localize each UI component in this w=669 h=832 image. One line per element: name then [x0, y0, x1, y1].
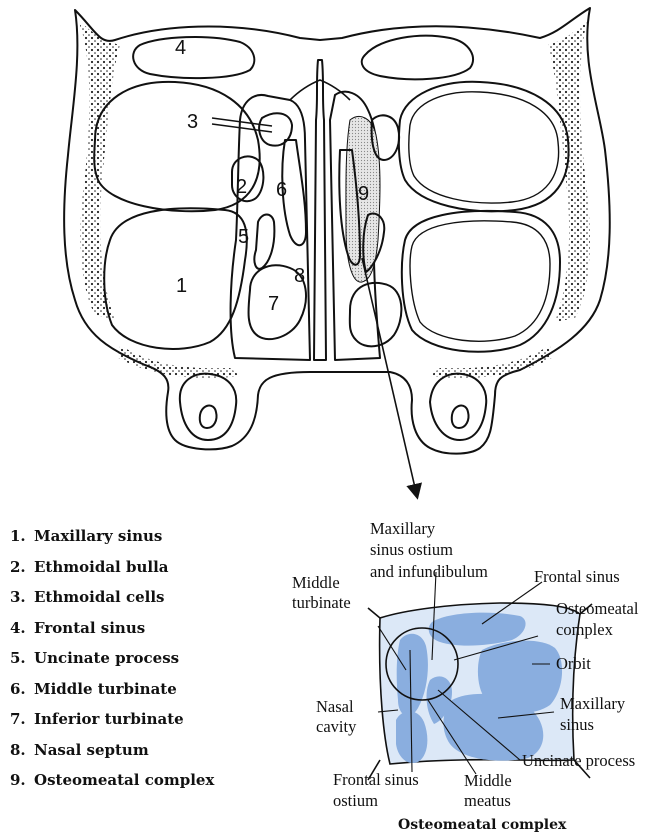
section-number-3: 3 [187, 111, 198, 133]
label-middle-turbinate-line1: Middle [292, 573, 340, 592]
legend-item-label: Middle turbinate [34, 680, 177, 698]
label-maxillary-sinus-line2: sinus [560, 715, 594, 734]
label-maxillary-sinus-line1: Maxillary [560, 694, 626, 713]
legend-item-number: 2. [10, 557, 34, 577]
legend-item-number: 6. [10, 679, 34, 699]
legend-item-number: 5. [10, 648, 34, 668]
legend-item: 5.Uncinate process [10, 648, 214, 679]
legend-item-number: 3. [10, 587, 34, 607]
label-orbit: Orbit [556, 654, 591, 673]
label-frontal-sinus: Frontal sinus [534, 567, 620, 586]
bone-bottom-left [118, 345, 240, 378]
nasal-septum [314, 60, 326, 360]
label-frontal-ostium-line1: Frontal sinus [333, 770, 419, 789]
bone-right [548, 18, 590, 322]
left-tooth-pulp [200, 406, 217, 428]
left-tooth [180, 374, 236, 440]
section-number-4: 4 [175, 37, 186, 59]
label-nasal-cavity-line1: Nasal [316, 697, 354, 716]
zoom-arrow [362, 258, 416, 492]
label-omc-line1: Osteomeatal [556, 599, 639, 618]
label-uncinate: Uncinate process [522, 751, 635, 770]
label-middle-meatus-line1: Middle [464, 771, 512, 790]
legend-item-label: Maxillary sinus [34, 527, 162, 545]
label-max-ostium-line2: sinus ostium [370, 540, 453, 559]
legend-item-label: Uncinate process [34, 649, 179, 667]
right-frontal-sinus [362, 36, 473, 80]
bone-bottom-right [430, 345, 552, 378]
left-orbit [94, 82, 259, 211]
label-middle-turbinate-line2: turbinate [292, 593, 351, 612]
legend-item: 1.Maxillary sinus [10, 526, 214, 557]
coronal-section [64, 8, 610, 454]
right-orbit-inner [409, 92, 559, 203]
legend-item-label: Inferior turbinate [34, 710, 184, 728]
inset-title: Osteomeatal complex [398, 817, 567, 832]
section-number-6: 6 [276, 179, 287, 201]
section-number-9: 9 [358, 183, 369, 205]
legend-item-label: Osteomeatal complex [34, 771, 214, 789]
legend-item-number: 4. [10, 618, 34, 638]
label-omc-line2: complex [556, 620, 614, 639]
left-uncinate [254, 215, 274, 269]
right-tooth-pulp [452, 406, 469, 428]
legend-item-number: 1. [10, 526, 34, 546]
label-frontal-ostium-line2: ostium [333, 791, 378, 810]
right-maxillary-inner [410, 221, 550, 341]
legend-item: 2.Ethmoidal bulla [10, 557, 214, 588]
legend-item-number: 9. [10, 770, 34, 790]
label-max-ostium-line1: Maxillary [370, 519, 436, 538]
label-middle-meatus-line2: meatus [464, 791, 511, 810]
label-nasal-cavity-line2: cavity [316, 717, 357, 736]
section-number-5: 5 [238, 226, 249, 248]
legend-item: 9.Osteomeatal complex [10, 770, 214, 801]
section-number-8: 8 [294, 265, 305, 287]
skull-outline [64, 8, 610, 454]
legend-item: 4.Frontal sinus [10, 618, 214, 649]
legend-item-number: 7. [10, 709, 34, 729]
legend-item-label: Nasal septum [34, 741, 149, 759]
section-number-2: 2 [236, 176, 247, 198]
legend-item: 6.Middle turbinate [10, 679, 214, 710]
left-frontal-sinus [133, 37, 254, 78]
legend-item-label: Ethmoidal cells [34, 588, 165, 606]
section-number-7: 7 [268, 293, 279, 315]
osteomeatal-inset: Maxillary sinus ostium and infundibulum … [292, 519, 639, 832]
label-max-ostium-line3: and infundibulum [370, 562, 488, 581]
right-maxillary-sinus [402, 211, 560, 352]
legend-item: 7.Inferior turbinate [10, 709, 214, 740]
legend-item-label: Frontal sinus [34, 619, 145, 637]
right-orbit [399, 82, 569, 211]
legend-item-number: 8. [10, 740, 34, 760]
legend-item: 8.Nasal septum [10, 740, 214, 771]
bone-left [78, 20, 120, 320]
legend-item-label: Ethmoidal bulla [34, 558, 168, 576]
section-number-1: 1 [176, 275, 187, 297]
cribriform [290, 80, 350, 100]
legend-item: 3.Ethmoidal cells [10, 587, 214, 618]
